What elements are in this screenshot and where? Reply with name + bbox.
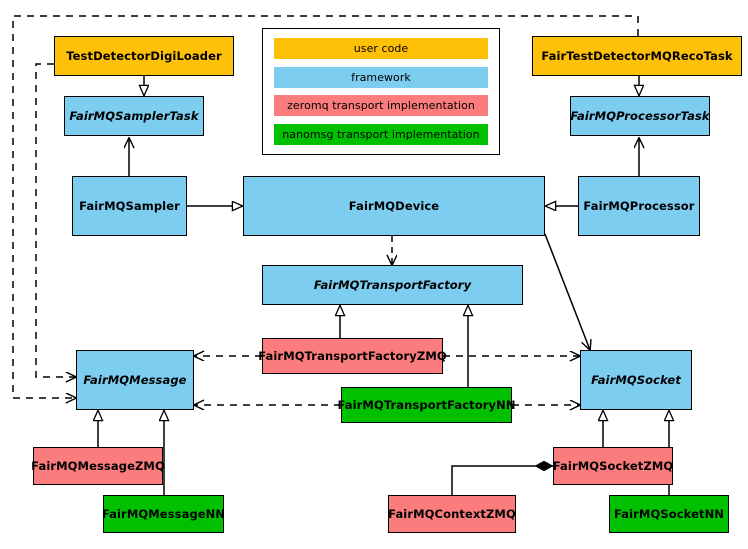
class-node-fair-mq-socket[interactable]: FairMQSocket (580, 350, 692, 410)
class-node-fair-mq-socket-zmq[interactable]: FairMQSocketZMQ (553, 447, 673, 485)
class-node-fair-mq-message-zmq[interactable]: FairMQMessageZMQ (31, 447, 165, 485)
legend-item-user-code: user code (274, 38, 488, 59)
legend-item-framework: framework (274, 66, 488, 88)
edge-contextzmq-to-socketzmq (451, 466, 553, 495)
edge-device-to-socket (544, 233, 590, 350)
class-node-fair-mq-socket-nn[interactable]: FairMQSocketNN (609, 495, 729, 533)
legend-item-nanomsg: nanomsg transport implementation (274, 123, 488, 145)
class-node-fair-mq-transport-factory[interactable]: FairMQTransportFactory (262, 265, 523, 305)
class-node-fair-mq-transport-factory-zmq[interactable]: FairMQTransportFactoryZMQ (258, 338, 447, 374)
class-node-fair-mq-sampler[interactable]: FairMQSampler (72, 176, 187, 236)
class-node-fair-mq-context-zmq[interactable]: FairMQContextZMQ (388, 495, 516, 533)
legend-item-zeromq: zeromq transport implementation (274, 95, 488, 117)
class-node-fair-mq-message-nn[interactable]: FairMQMessageNN (102, 495, 225, 533)
class-node-fair-mq-device[interactable]: FairMQDevice (243, 176, 545, 236)
class-node-fair-mq-message[interactable]: FairMQMessage (76, 350, 194, 410)
class-node-fair-mq-processor-task[interactable]: FairMQProcessorTask (570, 96, 710, 136)
class-node-fair-mq-transport-factory-nn[interactable]: FairMQTransportFactoryNN (337, 387, 515, 423)
class-node-fair-mq-processor[interactable]: FairMQProcessor (578, 176, 700, 236)
class-node-fair-mq-sampler-task[interactable]: FairMQSamplerTask (64, 96, 204, 136)
class-node-fair-test-detector-mq-reco-task[interactable]: FairTestDetectorMQRecoTask (532, 36, 742, 76)
legend: user code framework zeromq transport imp… (262, 28, 500, 155)
class-node-test-detector-digi-loader[interactable]: TestDetectorDigiLoader (54, 36, 234, 76)
